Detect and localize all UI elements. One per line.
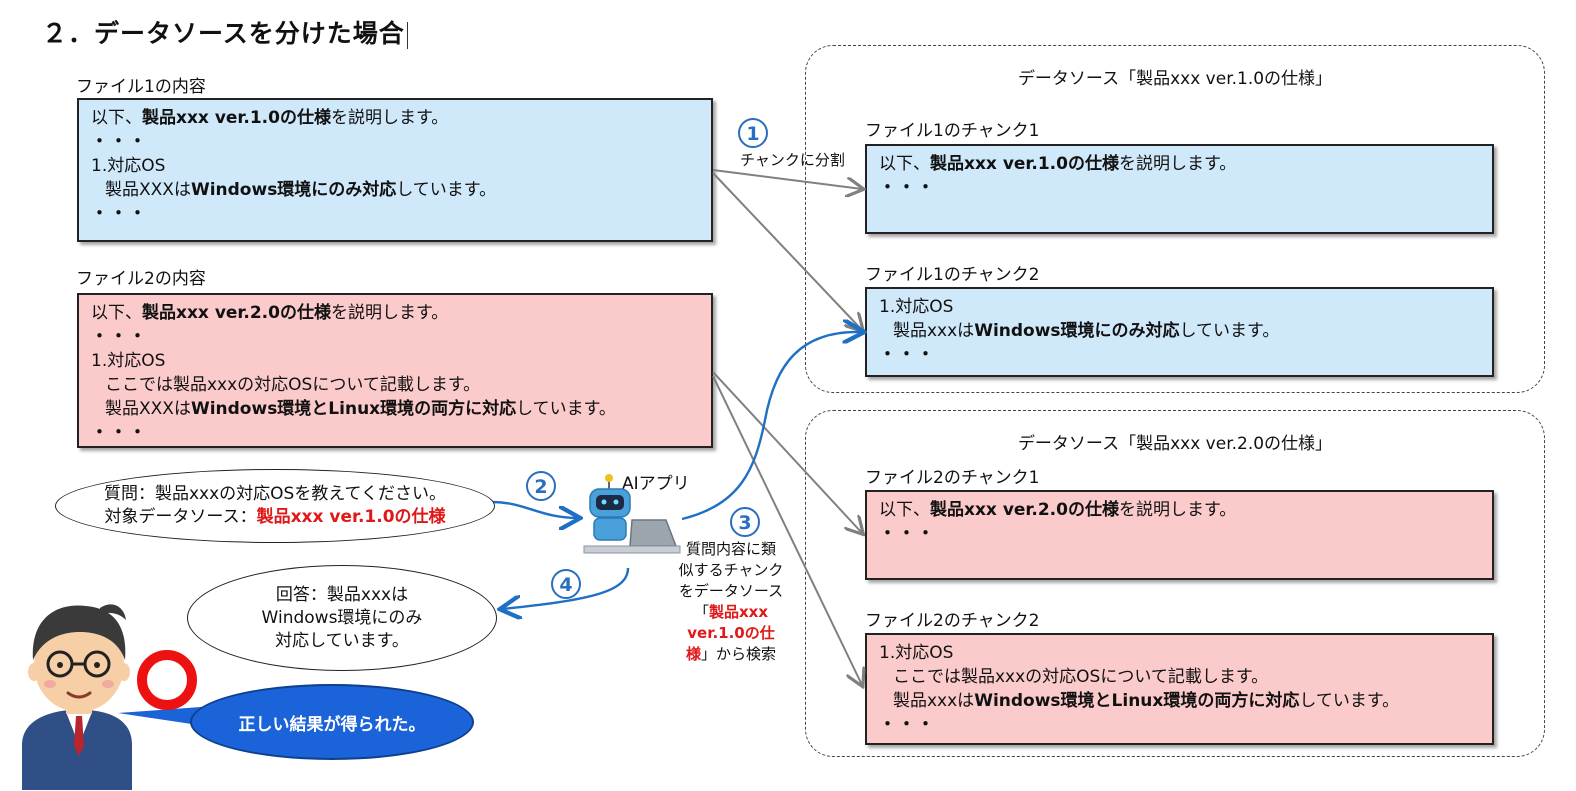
step-3-text: 質問内容に類 似するチャンク をデータソース 「製品xxx ver.1.0の仕 …: [678, 540, 784, 663]
datasource-v1-frame: データソース「製品xxx ver.1.0の仕様」: [805, 45, 1545, 393]
datasource-v2-frame: データソース「製品xxx ver.2.0の仕様」: [805, 410, 1545, 757]
search-arrow: [681, 332, 862, 521]
file2-label: ファイル2の内容: [76, 269, 206, 289]
step-1-text: チャンクに分割: [740, 151, 845, 169]
answer-bubble: 回答：製品xxxは Windows環境にのみ 対応しています。: [187, 565, 497, 671]
chunk-2-1-box: 以下、製品xxx ver.2.0の仕様を説明します。 ・・・: [865, 490, 1494, 580]
page-title: ２．データソースを分けた場合: [42, 14, 408, 50]
chunk-2-2-label: ファイル2のチャンク2: [865, 611, 1040, 631]
step-3-badge: 3: [730, 507, 760, 537]
step-4-badge: 4: [551, 569, 581, 599]
correct-mark-icon: [137, 650, 197, 710]
split-arrow-2-1: [712, 371, 862, 533]
split-arrow-2-2: [712, 375, 862, 685]
result-text: 正しい結果が得られた。: [238, 714, 426, 735]
result-speech-bubble: 正しい結果が得られた。: [190, 684, 474, 760]
question-bubble: 質問：製品xxxの対応OSを教えてください。 対象データソース：製品xxx ve…: [55, 469, 495, 543]
file2-content-box: 以下、製品xxx ver.2.0の仕様を説明します。 ・・・ 1.対応OS ここ…: [77, 293, 713, 448]
file1-content-box: 以下、製品xxx ver.1.0の仕様を説明します。 ・・・ 1.対応OS 製品…: [77, 98, 713, 242]
datasource-v1-title: データソース「製品xxx ver.1.0の仕様」: [1017, 69, 1333, 89]
split-arrow-1-1: [712, 169, 862, 189]
file1-label: ファイル1の内容: [76, 77, 206, 97]
ai-app-label: AIアプリ: [622, 474, 690, 494]
chunk-1-1-box: 以下、製品xxx ver.1.0の仕様を説明します。 ・・・: [865, 144, 1494, 234]
answer-arrow: [502, 567, 630, 609]
step-1-badge: 1: [738, 118, 768, 148]
split-arrow-1-2: [712, 172, 862, 330]
datasource-v2-title: データソース「製品xxx ver.2.0の仕様」: [1017, 434, 1333, 454]
chunk-1-2-label: ファイル1のチャンク2: [865, 265, 1040, 285]
question-arrow: [491, 500, 578, 518]
chunk-1-1-label: ファイル1のチャンク1: [865, 121, 1040, 141]
step-2-badge: 2: [526, 471, 556, 501]
chunk-1-2-box: 1.対応OS 製品xxxはWindows環境にのみ対応しています。 ・・・: [865, 287, 1494, 377]
chunk-2-1-label: ファイル2のチャンク1: [865, 468, 1040, 488]
chunk-2-2-box: 1.対応OS ここでは製品xxxの対応OSについて記載します。 製品xxxはWi…: [865, 633, 1494, 745]
